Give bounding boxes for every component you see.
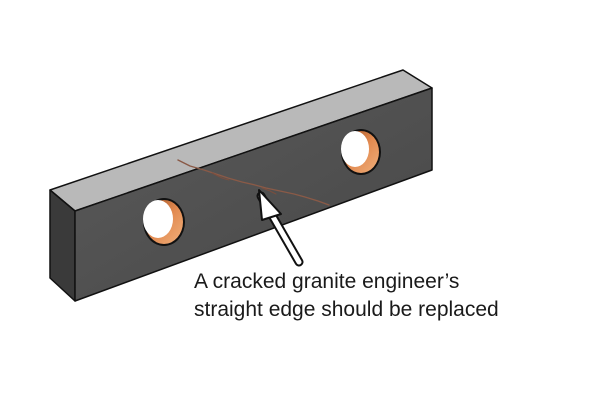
pointer-arrow-icon [256,189,304,267]
caption-line-1: A cracked granite engineer’s [194,270,460,293]
caption: A cracked granite engineer’s straight ed… [194,268,584,324]
crack-branch [211,172,277,195]
right-hole [341,129,381,175]
left-hole [143,198,185,246]
caption-line-2: straight edge should be replaced [194,298,499,321]
crack-line [177,159,330,206]
